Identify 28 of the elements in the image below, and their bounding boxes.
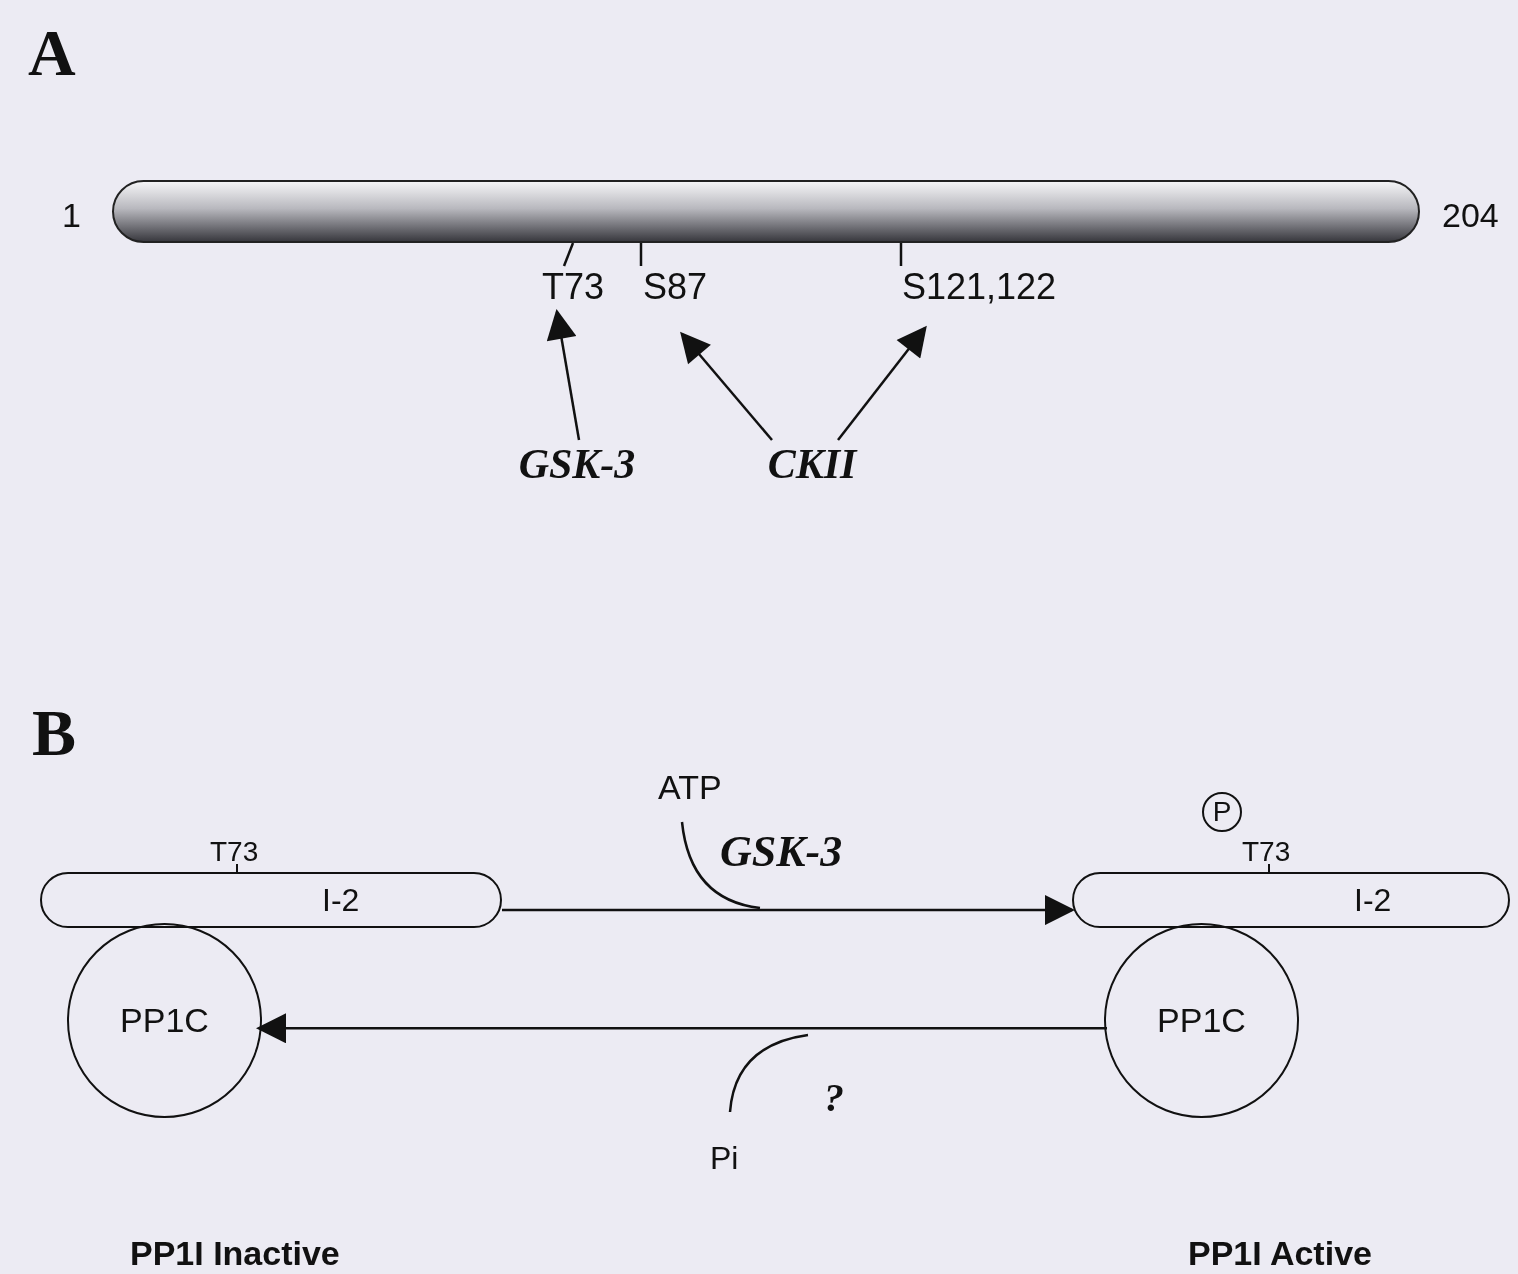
site-label: S87: [634, 266, 716, 308]
substrate-label: ATP: [658, 770, 722, 804]
arrow: [680, 331, 773, 441]
site-label: T73: [210, 838, 259, 866]
site-label: T73: [1242, 838, 1291, 866]
residue-number: 204: [1442, 198, 1499, 232]
arrow: [546, 309, 581, 441]
complex-caption: PP1I Active: [1188, 1236, 1372, 1270]
phosphate-circle: P: [1202, 792, 1242, 832]
inhibitor-pill: I-2: [1072, 872, 1510, 928]
kinase-label: GSK-3: [512, 440, 642, 488]
panel-letter: B: [32, 700, 77, 766]
leader-line: [639, 243, 643, 266]
leader-line: [562, 242, 575, 267]
complex-caption: PP1I Inactive: [130, 1236, 340, 1270]
inhibitor-pill: I-2: [40, 872, 502, 928]
site-label: T73: [532, 266, 614, 308]
enzyme-circle: PP1C: [1104, 923, 1299, 1118]
panel-letter: A: [28, 20, 76, 86]
product-label: Pi: [710, 1142, 739, 1174]
leader-line: [899, 243, 903, 266]
residue-number: 1: [62, 198, 81, 232]
arrow: [502, 895, 1075, 926]
kinase-label: CKII: [760, 440, 864, 488]
arrow: [256, 1013, 1107, 1044]
arrow: [837, 325, 927, 441]
site-label: S121,122: [886, 266, 1072, 308]
enzyme-circle: PP1C: [67, 923, 262, 1118]
